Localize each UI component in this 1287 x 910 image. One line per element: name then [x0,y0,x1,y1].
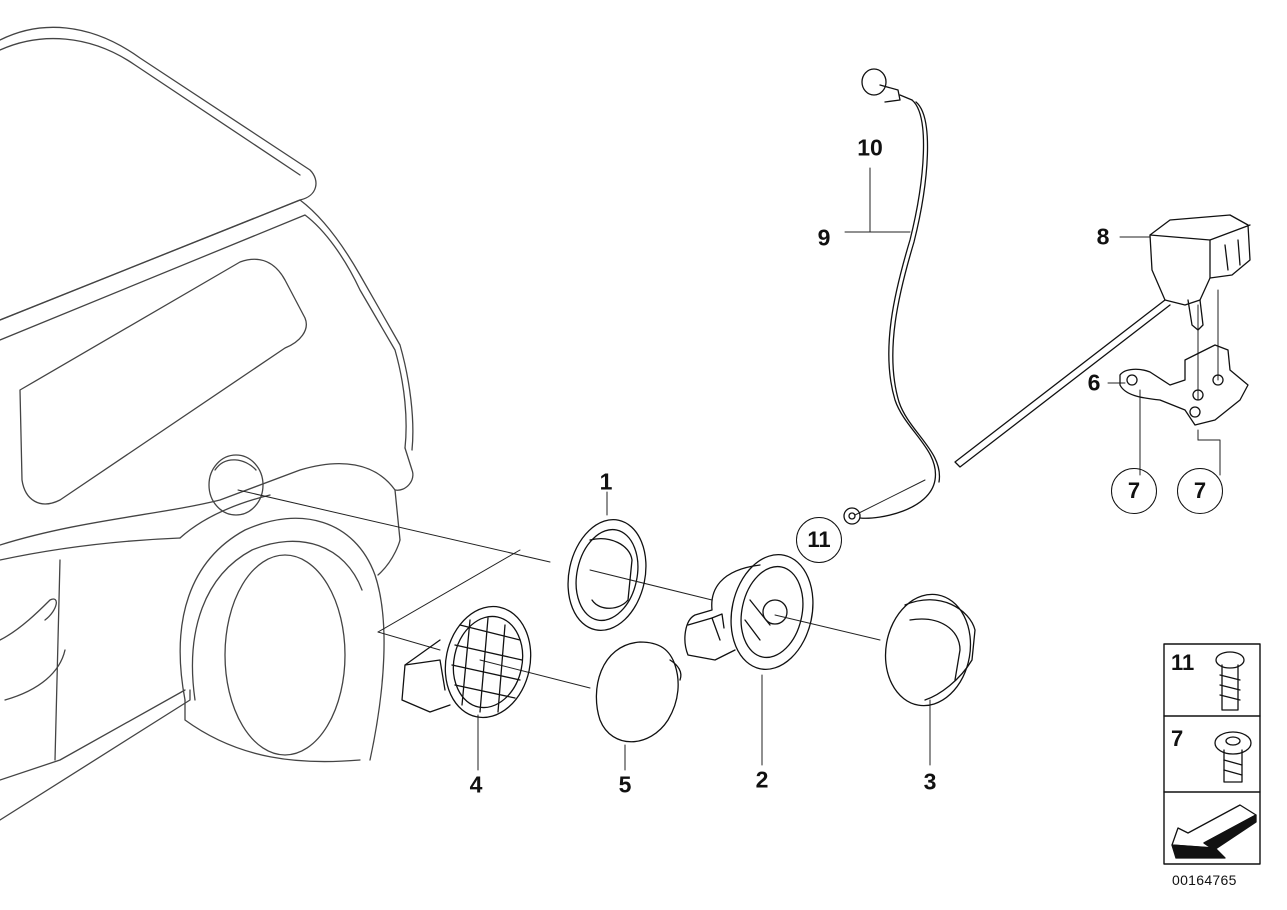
vehicle-outline [0,26,414,821]
part-6-bracket [1119,344,1249,426]
part-2-filler-housing [684,554,814,670]
callout-2: 2 [755,766,769,793]
part-5-flap [595,641,682,743]
callout-6: 6 [1087,369,1101,396]
callout-9: 9 [817,224,831,251]
inset-arrow-icon [1171,804,1257,859]
leader-lines [237,167,1221,771]
callout-3: 3 [923,768,937,795]
callout-4: 4 [469,771,483,798]
circled-callout-7-left: 7 [1111,468,1157,514]
part-10-grommet [861,68,913,103]
circled-callout-11: 11 [796,517,842,563]
callout-1: 1 [599,468,613,495]
part-3-fuel-cap [884,593,976,707]
callout-8: 8 [1096,223,1110,250]
part-4-housing-mesh [401,605,532,719]
part-1-gasket-ring [567,519,647,631]
inset-screw-7-icon [1214,731,1252,783]
inset-box [1163,643,1261,865]
part-9-release-cable [843,99,941,525]
circled-callout-7-right: 7 [1177,468,1223,514]
callout-5: 5 [618,771,632,798]
callout-10: 10 [857,134,883,161]
inset-label-7: 7 [1171,726,1184,751]
part-8-actuator [954,214,1251,468]
inset-screw-11-icon [1215,651,1245,711]
inset-label-11: 11 [1171,650,1195,675]
diagram-id: 00164765 [1172,872,1237,888]
